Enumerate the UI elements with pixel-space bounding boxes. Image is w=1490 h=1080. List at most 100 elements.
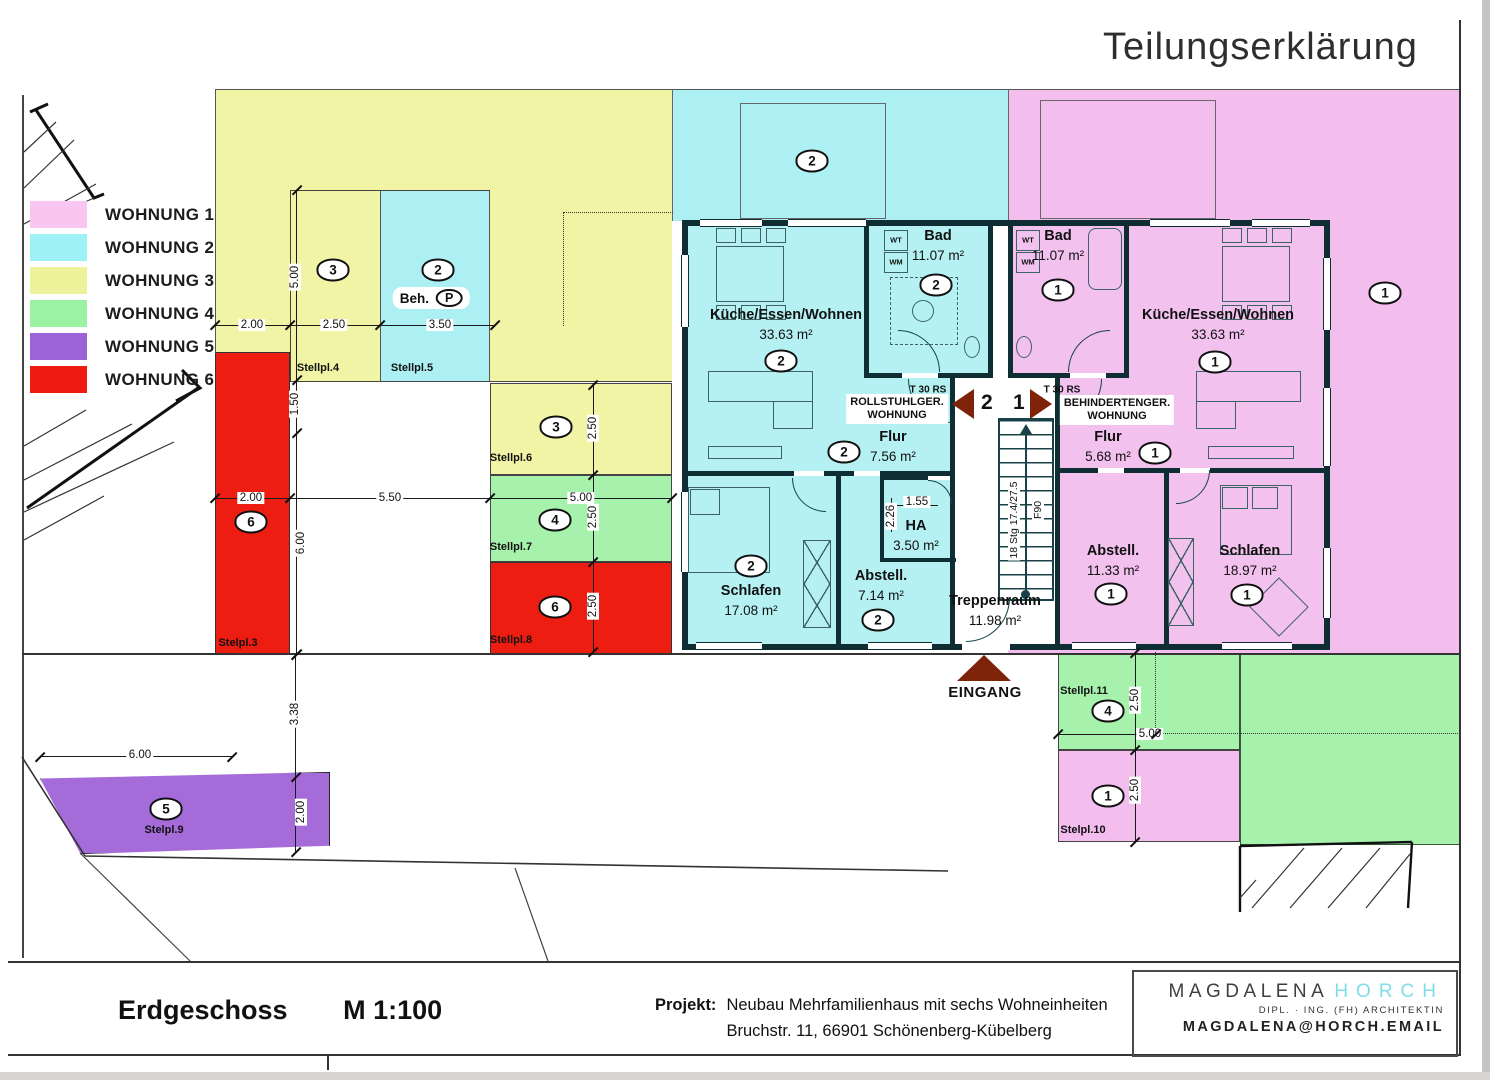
shaft-fill xyxy=(992,222,1010,377)
dimension-label: 6.00 xyxy=(126,749,154,761)
legend-item: WOHNUNG 4 xyxy=(30,300,214,327)
unit-badge: 1 xyxy=(1198,350,1232,374)
dimension-label: 5.00 xyxy=(289,263,301,291)
fire-door-label-right: T 30 RS xyxy=(1043,384,1081,396)
unit-badge: 2 xyxy=(827,440,861,464)
dimension-tick xyxy=(587,646,599,658)
unit-badge: 1 xyxy=(1138,441,1172,465)
dimension-tick xyxy=(666,492,678,504)
unit-badge: 4 xyxy=(1091,699,1125,723)
dimension-tick xyxy=(1129,647,1141,659)
legend-item: WOHNUNG 5 xyxy=(30,333,214,360)
unit-badge: 4 xyxy=(538,508,572,532)
dimension-label: 2.50 xyxy=(320,319,348,331)
floor-and-scale: Erdgeschoss M 1:100 xyxy=(118,995,442,1026)
parking-stall-label: Stelpl.10 xyxy=(1060,824,1106,836)
washbasin-label: WT xyxy=(890,235,902,245)
parking-stall-label: Stellpl.7 xyxy=(489,541,533,553)
legend-swatch xyxy=(30,333,87,360)
terrace-left xyxy=(740,103,886,219)
parking-symbol: P xyxy=(435,289,463,307)
unit-2-arrow-icon xyxy=(952,389,974,419)
room-label: Abstell.11.33 m² xyxy=(1086,543,1140,578)
dimension-label: 2.50 xyxy=(587,503,599,531)
legend-item: WOHNUNG 1 xyxy=(30,201,214,228)
zone-wohnung2-top xyxy=(672,90,1008,221)
parking-stall-6 xyxy=(490,383,672,475)
dimension-tick xyxy=(1129,836,1141,848)
dimension-label: 2.00 xyxy=(295,798,307,826)
dimension-label: 5.00 xyxy=(1136,728,1164,740)
parking-stall-10 xyxy=(1058,750,1240,842)
legend-label: WOHNUNG 2 xyxy=(105,237,215,257)
dimension-label: 2.50 xyxy=(1129,776,1141,804)
entrance-label: EINGANG xyxy=(948,684,1022,701)
legend-label: WOHNUNG 5 xyxy=(105,336,215,356)
dimension-tick xyxy=(290,649,302,661)
dimension-tick xyxy=(587,469,599,481)
unit-badge: 2 xyxy=(764,349,798,373)
unit-badge: 1 xyxy=(1091,784,1125,808)
dimension-label: 2.50 xyxy=(1129,686,1141,714)
unit-badge: 2 xyxy=(421,258,455,282)
dimension-tick xyxy=(290,846,302,858)
handicap-parking-label: Beh. P xyxy=(392,287,470,309)
project-label: Projekt: xyxy=(655,996,717,1014)
legend-swatch xyxy=(30,300,87,327)
dimension-label: 2.50 xyxy=(587,592,599,620)
architect-email: MAGDALENA@HORCH.EMAIL xyxy=(1182,1019,1444,1035)
project-info: Projekt: Neubau Mehrfamilienhaus mit sec… xyxy=(655,992,1108,1044)
unit-1-arrow-icon xyxy=(1030,389,1052,419)
project-line2: Bruchstr. 11, 66901 Schönenberg-Kübelber… xyxy=(726,1022,1052,1040)
legend-swatch xyxy=(30,366,87,393)
dimension-label: 1.55 xyxy=(903,496,931,508)
dimension-label: 3.38 xyxy=(289,700,301,728)
dimension-tick xyxy=(209,492,221,504)
legend-swatch xyxy=(30,267,87,294)
wheelchair-unit-label: ROLLSTUHLGER.WOHNUNG xyxy=(846,394,948,424)
washing-machine-label: WM xyxy=(1021,257,1035,267)
dimension-tick xyxy=(587,379,599,391)
parking-stall-8 xyxy=(490,562,672,654)
terrace-right xyxy=(1040,100,1216,219)
zone-wohnung1 xyxy=(1008,90,1459,655)
dimension-label: 3.50 xyxy=(426,319,454,331)
unit-badge: 1 xyxy=(1094,582,1128,606)
dimension-label: 2.00 xyxy=(237,492,265,504)
parking-stall-label: Stellpl.4 xyxy=(296,362,340,374)
legend-swatch xyxy=(30,234,87,261)
parking-stall-label: Stelpl.3 xyxy=(218,637,258,649)
legend-item: WOHNUNG 6 xyxy=(30,366,214,393)
parking-stall-label: Stellpl.8 xyxy=(489,634,533,646)
unit-badge: 6 xyxy=(538,595,572,619)
unit-badge: 2 xyxy=(919,273,953,297)
unit-badge: 5 xyxy=(149,797,183,821)
unit-badge: 3 xyxy=(316,258,350,282)
architect-first-name: MAGDALENA xyxy=(1168,981,1329,1002)
unit-badge: 2 xyxy=(861,608,895,632)
legend-label: WOHNUNG 1 xyxy=(105,204,215,224)
parking-stall-3 xyxy=(215,352,290,654)
dimension-label: 6.00 xyxy=(295,529,307,557)
legend-item: WOHNUNG 2 xyxy=(30,234,214,261)
unit-badge: 6 xyxy=(234,510,268,534)
dimension-tick xyxy=(291,184,303,196)
dimension-tick xyxy=(587,556,599,568)
parking-stall-label: Stellpl.6 xyxy=(489,452,533,464)
stair-steps-label: 18 Stg 17.4/27.5 xyxy=(1008,479,1020,561)
dimension-tick xyxy=(489,319,501,331)
unit-badge: 1 xyxy=(1041,278,1075,302)
scale-label: M 1:100 xyxy=(343,995,443,1025)
floor-label: Erdgeschoss xyxy=(118,995,288,1025)
dimension-tick xyxy=(226,751,238,763)
dimension-tick xyxy=(1150,728,1162,740)
